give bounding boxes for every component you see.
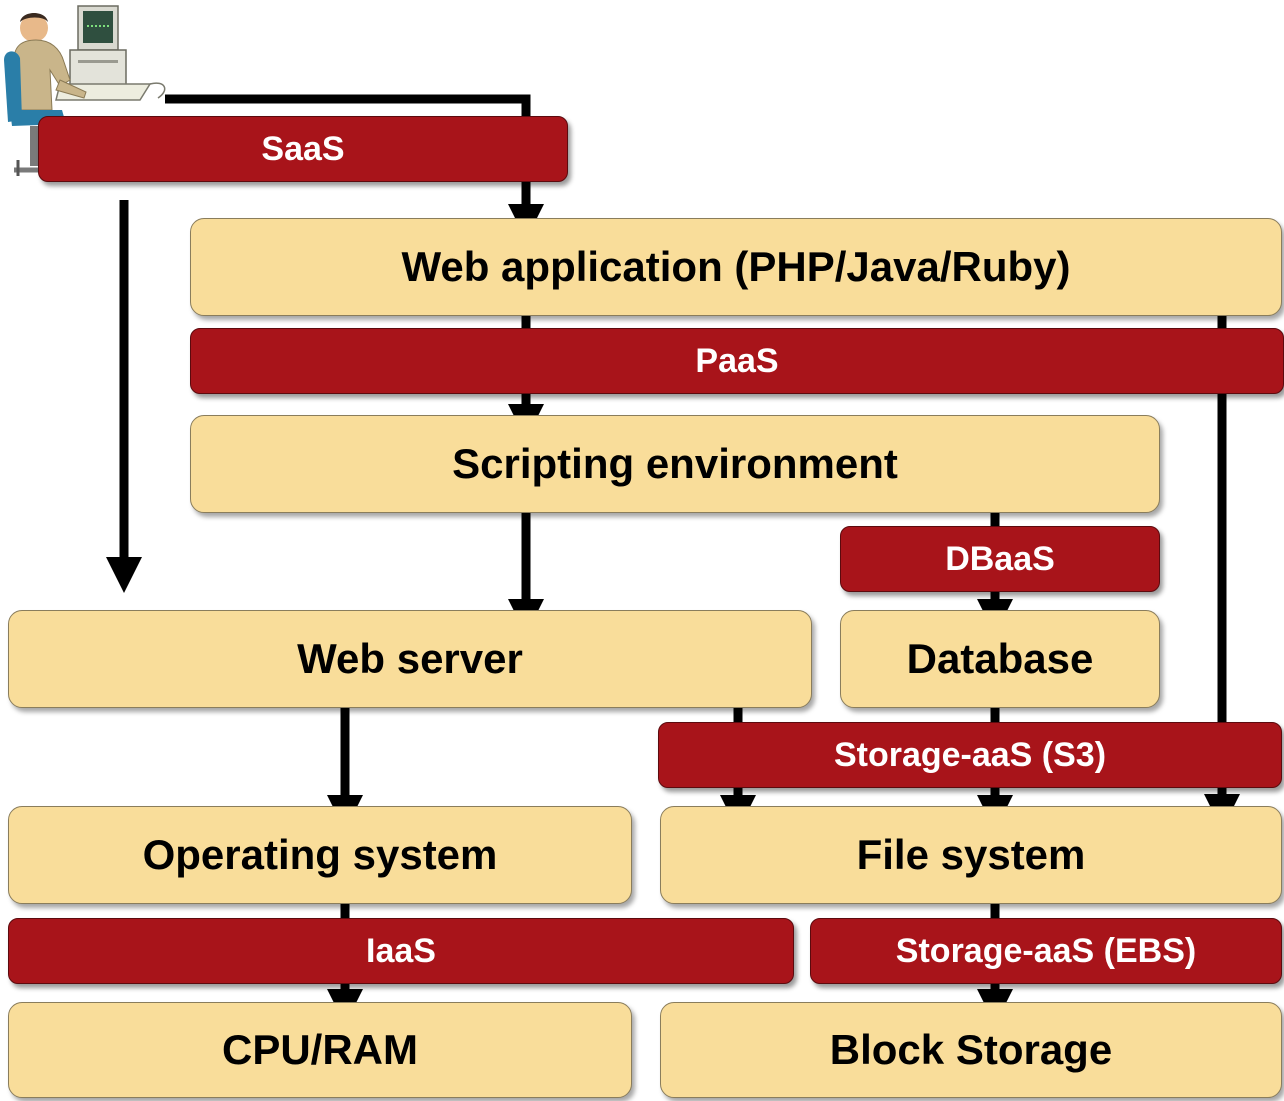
file-system-label: File system: [856, 831, 1086, 878]
storage-ebs-label: Storage-aaS (EBS): [895, 931, 1197, 970]
database-label: Database: [906, 635, 1094, 682]
web-application-layer: Web application (PHP/Java/Ruby): [190, 218, 1282, 316]
scripting-environment-layer: Scripting environment: [190, 415, 1160, 513]
scripting-environment-label: Scripting environment: [452, 440, 898, 487]
block-storage-label: Block Storage: [829, 1026, 1113, 1073]
iaas-label: IaaS: [366, 931, 436, 970]
operating-system-layer: Operating system: [8, 806, 632, 904]
file-system-layer: File system: [660, 806, 1282, 904]
iaas-bar: IaaS: [8, 918, 794, 984]
saas-label: SaaS: [261, 129, 345, 168]
paas-label: PaaS: [695, 341, 779, 380]
saas-bar: SaaS: [38, 116, 568, 182]
database-layer: Database: [840, 610, 1160, 708]
operating-system-label: Operating system: [142, 831, 498, 878]
cpu-ram-label: CPU/RAM: [222, 1026, 418, 1073]
dbaas-label: DBaaS: [945, 539, 1055, 578]
dbaas-bar: DBaaS: [840, 526, 1160, 592]
web-server-label: Web server: [297, 635, 523, 682]
storage-s3-bar: Storage-aaS (S3): [658, 722, 1282, 788]
web-application-label: Web application (PHP/Java/Ruby): [401, 243, 1071, 290]
storage-s3-label: Storage-aaS (S3): [833, 735, 1107, 774]
block-storage-layer: Block Storage: [660, 1002, 1282, 1098]
paas-bar: PaaS: [190, 328, 1284, 394]
cpu-ram-layer: CPU/RAM: [8, 1002, 632, 1098]
storage-ebs-bar: Storage-aaS (EBS): [810, 918, 1282, 984]
web-server-layer: Web server: [8, 610, 812, 708]
